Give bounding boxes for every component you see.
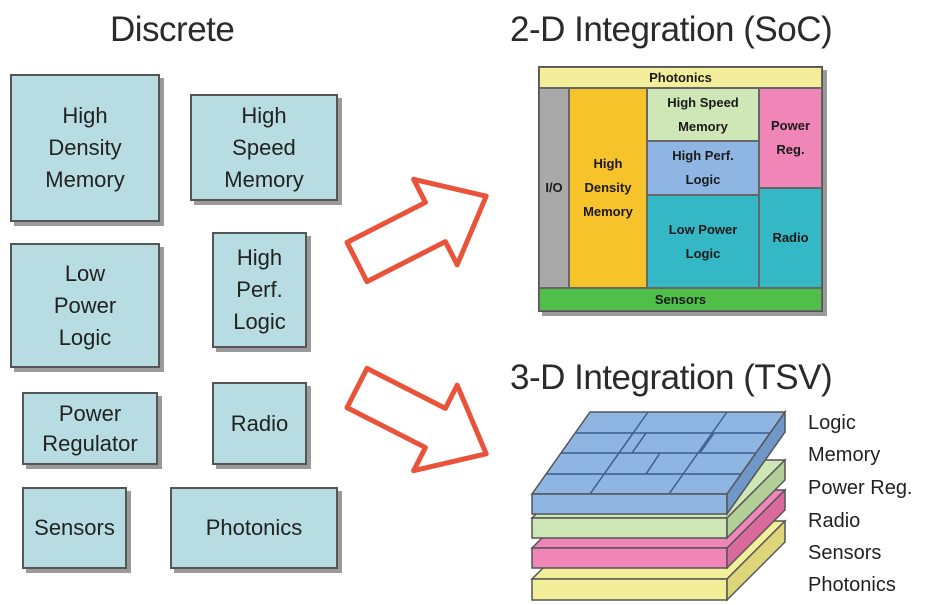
soc-sensors: Sensors bbox=[539, 288, 822, 311]
tsv-label-logic: Logic bbox=[808, 412, 856, 434]
arrow-to-2d-icon bbox=[344, 176, 489, 285]
discrete-high-density-memory: High Density Memory bbox=[10, 74, 160, 222]
discrete-low-power-logic: Low Power Logic bbox=[10, 243, 160, 368]
soc-high-speed-memory: High Speed Memory bbox=[647, 88, 759, 141]
discrete-radio: Radio bbox=[212, 382, 307, 465]
discrete-sensors: Sensors bbox=[22, 487, 127, 569]
title-3d-integration: 3-D Integration (TSV) bbox=[510, 358, 833, 397]
discrete-photonics: Photonics bbox=[170, 487, 338, 569]
tsv-label-sensors: Sensors bbox=[808, 542, 882, 564]
title-discrete: Discrete bbox=[110, 10, 235, 49]
soc-radio: Radio bbox=[759, 188, 822, 288]
tsv-label-power-reg: Power Reg. bbox=[808, 477, 913, 499]
discrete-high-perf-logic: High Perf. Logic bbox=[212, 232, 307, 348]
arrow-to-3d-icon bbox=[344, 365, 489, 474]
soc-photonics: Photonics bbox=[539, 67, 822, 88]
soc-low-power-logic: Low Power Logic bbox=[647, 195, 759, 288]
tsv-label-memory: Memory bbox=[808, 444, 881, 466]
soc-high-perf-logic: High Perf. Logic bbox=[647, 141, 759, 195]
tsv-label-photonics: Photonics bbox=[808, 574, 896, 596]
soc-io: I/O bbox=[539, 88, 569, 288]
soc-diagram: Photonics I/O High Density Memory High S… bbox=[538, 66, 823, 312]
discrete-power-regulator: Power Regulator bbox=[22, 392, 158, 465]
tsv-layer-logic bbox=[530, 409, 787, 517]
soc-power-reg: Power Reg. bbox=[759, 88, 822, 188]
title-2d-integration: 2-D Integration (SoC) bbox=[510, 10, 833, 49]
soc-high-density-memory: High Density Memory bbox=[569, 88, 647, 288]
discrete-high-speed-memory: High Speed Memory bbox=[190, 94, 338, 201]
tsv-label-radio: Radio bbox=[808, 510, 861, 532]
